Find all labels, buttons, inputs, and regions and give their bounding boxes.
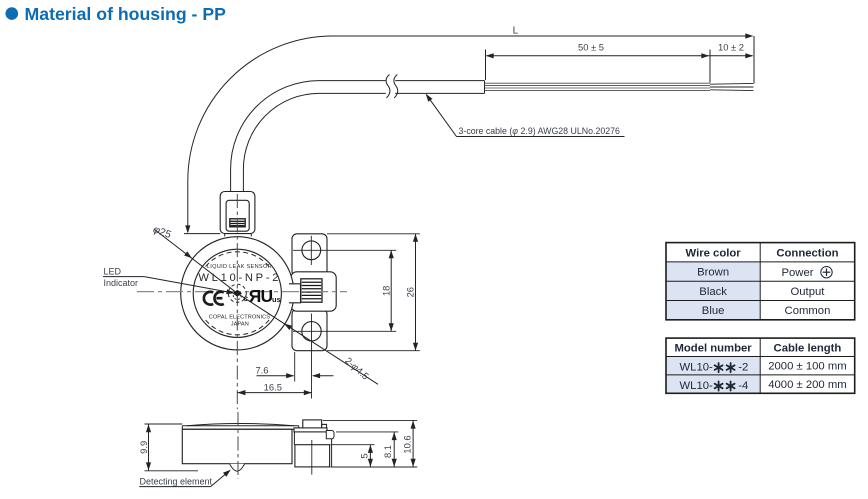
svg-text:Blue: Blue xyxy=(702,305,725,317)
svg-text:3-core cable (φ 2.9) AWG28 UL: 3-core cable (φ 2.9) AWG28 ULNo.20276 xyxy=(459,126,621,136)
svg-text:18: 18 xyxy=(380,286,391,296)
svg-text:Indicator: Indicator xyxy=(104,278,139,288)
svg-text:JAPAN: JAPAN xyxy=(231,321,249,327)
svg-text:5: 5 xyxy=(359,453,370,458)
svg-text:-4: -4 xyxy=(738,380,748,392)
svg-text:Power: Power xyxy=(781,267,813,279)
svg-text:c: c xyxy=(243,293,248,303)
svg-text:Brown: Brown xyxy=(697,267,729,279)
svg-text:Common: Common xyxy=(785,305,831,317)
svg-text:Detecting element: Detecting element xyxy=(140,477,213,487)
svg-text:ЯU: ЯU xyxy=(249,286,273,306)
svg-text:Model number: Model number xyxy=(674,342,752,354)
svg-text:LED: LED xyxy=(104,267,122,277)
svg-text:Wire color: Wire color xyxy=(686,247,742,259)
svg-text:26: 26 xyxy=(404,287,415,297)
svg-text:8.1: 8.1 xyxy=(382,445,393,458)
svg-text:L: L xyxy=(513,26,519,37)
svg-text:WL10-NP-2: WL10-NP-2 xyxy=(198,272,281,284)
svg-text:16.5: 16.5 xyxy=(264,381,282,392)
svg-text:4000 ± 200 mm: 4000 ± 200 mm xyxy=(768,379,846,391)
svg-text:Cable length: Cable length xyxy=(774,342,842,354)
svg-text:2000 ± 100 mm: 2000 ± 100 mm xyxy=(768,361,846,373)
svg-text:Connection: Connection xyxy=(776,247,838,259)
svg-text:10.6: 10.6 xyxy=(401,435,412,453)
svg-text:10 ± 2: 10 ± 2 xyxy=(718,41,744,52)
svg-text:-2: -2 xyxy=(738,362,748,374)
svg-text:50 ± 5: 50 ± 5 xyxy=(578,41,604,52)
svg-text:COPAL ELECTRONICS: COPAL ELECTRONICS xyxy=(209,314,271,320)
svg-text:Material of housing - PP: Material of housing - PP xyxy=(25,4,227,24)
svg-text:LIQUID LEAK SENSOR: LIQUID LEAK SENSOR xyxy=(207,264,272,270)
svg-text:WL10-: WL10- xyxy=(680,362,714,374)
svg-text:us: us xyxy=(272,295,281,304)
svg-text:Black: Black xyxy=(699,286,727,298)
svg-text:7.6: 7.6 xyxy=(255,364,268,375)
svg-text:9.9: 9.9 xyxy=(138,441,149,454)
svg-text:WL10-: WL10- xyxy=(680,380,714,392)
svg-text:Output: Output xyxy=(790,286,825,298)
